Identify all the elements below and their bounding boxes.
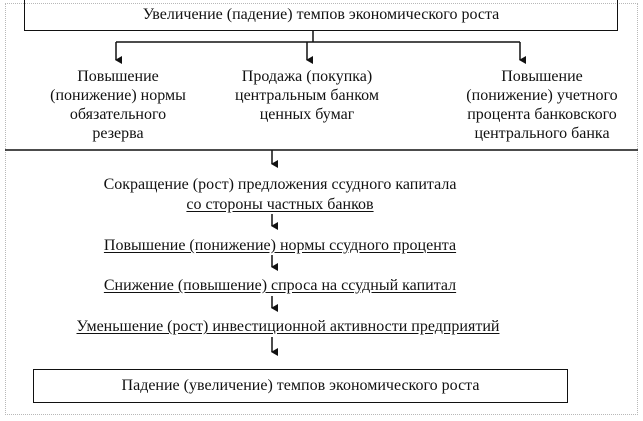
- branch-middle-line-2: центральным банком: [235, 87, 379, 104]
- diagram-frame: [5, 3, 638, 415]
- branch-right-line-1: Повышение: [501, 68, 583, 85]
- stage-supply-line-1: Сокращение (рост) предложения ссудного к…: [103, 176, 457, 193]
- branch-right-line-2: (понижение) учетного: [466, 87, 618, 104]
- branch-discount-rate: Повышение (понижение) учетного процента …: [432, 67, 643, 143]
- branch-left-line-1: Повышение: [77, 68, 159, 85]
- stage-investment-activity-text: Уменьшение (рост) инвестиционной активно…: [76, 318, 500, 335]
- stage-interest-rate: Повышение (понижение) нормы ссудного про…: [20, 236, 540, 255]
- branch-right-line-3: процента банковского: [467, 106, 617, 123]
- stage-loan-demand: Снижение (повышение) спроса на ссудный к…: [20, 276, 540, 295]
- branch-left-line-3: обязательного: [69, 106, 167, 123]
- stage-interest-rate-text: Повышение (понижение) нормы ссудного про…: [103, 237, 457, 254]
- stage-loan-demand-text: Снижение (повышение) спроса на ссудный к…: [103, 277, 457, 294]
- branch-middle-line-1: Продажа (покупка): [241, 68, 373, 85]
- stage-investment-activity: Уменьшение (рост) инвестиционной активно…: [8, 317, 568, 336]
- top-box: Увеличение (падение) темпов экономическо…: [24, 0, 618, 31]
- stage-supply-line-2-text: со стороны частных банков: [186, 196, 374, 213]
- branch-left-line-2: (понижение) нормы: [50, 87, 186, 104]
- branch-middle-line-3: ценных бумаг: [259, 106, 355, 123]
- branch-reserve-requirement: Повышение (понижение) нормы обязательног…: [28, 67, 208, 143]
- branch-securities-sale: Продажа (покупка) центральным банком цен…: [212, 67, 402, 124]
- top-box-text: Увеличение (падение) темпов экономическо…: [142, 6, 500, 23]
- bottom-box: Падение (увеличение) темпов экономическо…: [33, 369, 568, 403]
- stage-supply-line-2: со стороны частных банков: [20, 195, 540, 214]
- branch-left-line-4: резерва: [92, 125, 144, 142]
- bottom-box-text: Падение (увеличение) темпов экономическо…: [121, 377, 480, 394]
- branch-right-line-4: центрального банка: [474, 125, 610, 142]
